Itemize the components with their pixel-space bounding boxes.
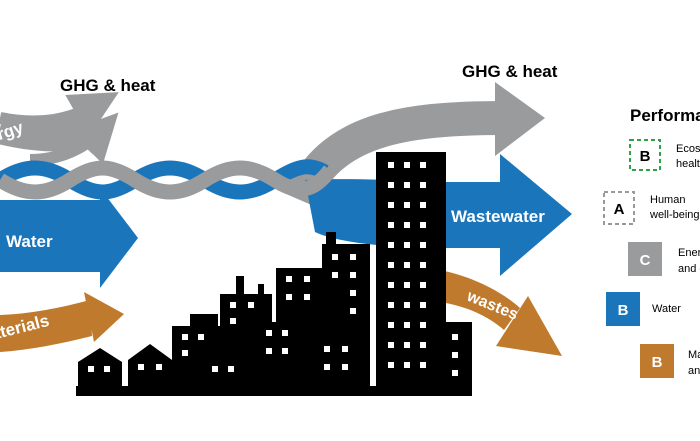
label-materials-2: and waste [688,365,700,377]
grade-ecosystem: B [640,148,651,165]
legend-item-energy: C Energy and climate [628,242,700,276]
grade-water: B [618,302,629,319]
grade-energy: C [640,252,651,269]
wastewater-arrow-head [500,154,572,276]
water-band [0,200,100,272]
materials-arrow-head [84,292,124,342]
ghg-big-arrow-head [495,82,545,156]
twisted-strands [0,159,336,200]
performance-title: Performance [630,106,700,125]
ghg-heat-label-left: GHG & heat [60,76,156,95]
label-human-1: Human [650,194,685,206]
grade-badge-materials [640,344,674,378]
water-label: Water [6,232,53,251]
grade-human: A [614,201,625,218]
performance-legend: Performance B Ecosystem health A Human w… [603,106,700,378]
tower-windows [388,162,458,376]
wastes-arrow-head [496,296,562,356]
label-ecosystem-1: Ecosystem [676,143,700,155]
legend-item-human: A Human well-being [603,191,700,225]
wastes-band [440,270,520,330]
water-arrow-head [100,188,138,288]
grade-badge-energy [628,242,662,276]
city-windows [88,162,458,376]
legend-item-ecosystem: B Ecosystem health [629,139,700,171]
label-materials-1: Materials [688,349,700,361]
grade-badge-human [603,191,635,225]
ghg-small-arrow-2 [29,112,119,166]
materials-band [0,300,92,352]
grade-materials: B [652,354,663,371]
legend-item-materials: B Materials and waste [640,344,700,378]
label-water-1: Water [652,303,681,315]
label-energy-1: Energy [678,247,700,259]
materials-flow [0,270,562,356]
grade-badge-ecosystem [629,139,661,171]
ghg-big-arrow-body [284,101,506,208]
label-human-2: well-being [649,209,700,221]
label-energy-2: and climate [678,263,700,275]
wastewater-label: Wastewater [451,207,545,226]
energy-flow [0,82,545,208]
label-ecosystem-2: health [676,158,700,170]
ghg-heat-label-right: GHG & heat [462,62,558,81]
grade-badge-water [606,292,640,326]
city-skyline-icon [76,152,472,396]
legend-item-water: B Water [606,292,681,326]
